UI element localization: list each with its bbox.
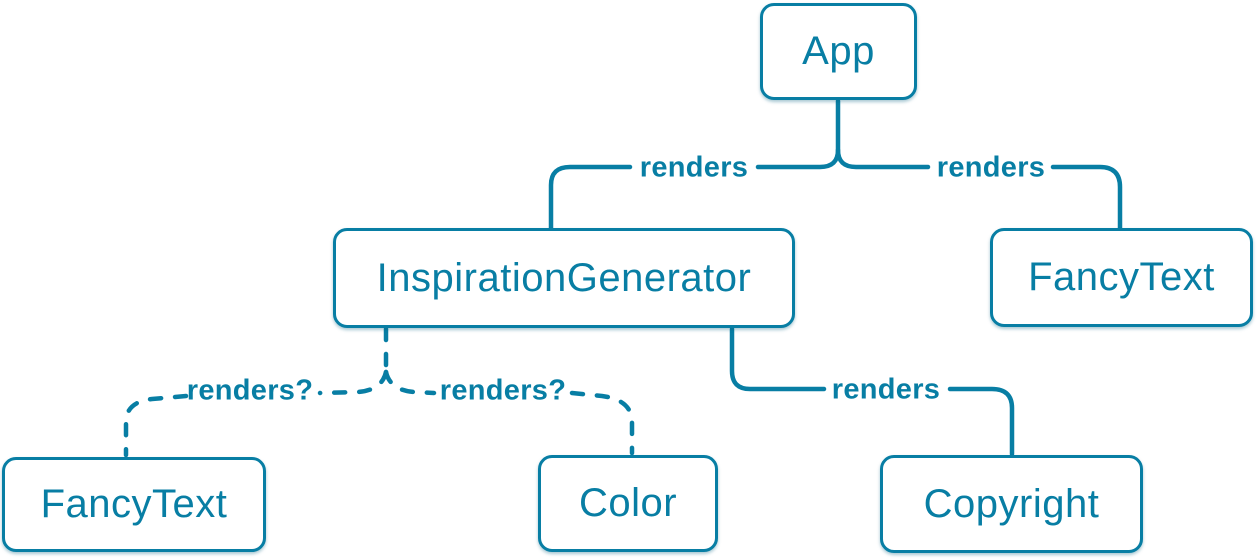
edge-label-renders-copyright: renders xyxy=(831,373,941,406)
edge-label-renders-optional-fancy-text: renders? xyxy=(186,374,314,407)
edge-inspiration-generator-to-color-optional xyxy=(383,369,635,456)
node-color: Color xyxy=(538,455,718,552)
edge-inspiration-generator-to-copyright xyxy=(729,326,1015,457)
edge-app-to-fancy-text xyxy=(835,147,1123,232)
edge-label-renders-app-fancy-text: renders xyxy=(936,151,1046,184)
node-inspiration-generator: InspirationGenerator xyxy=(333,228,795,328)
edge-label-renders-app-inspiration-generator: renders xyxy=(639,151,749,184)
node-app: App xyxy=(760,3,917,100)
node-fancy-text-bottom: FancyText xyxy=(2,457,266,552)
edge-label-renders-optional-color: renders? xyxy=(439,374,567,407)
node-copyright: Copyright xyxy=(880,455,1143,553)
node-fancy-text-top: FancyText xyxy=(990,228,1253,327)
